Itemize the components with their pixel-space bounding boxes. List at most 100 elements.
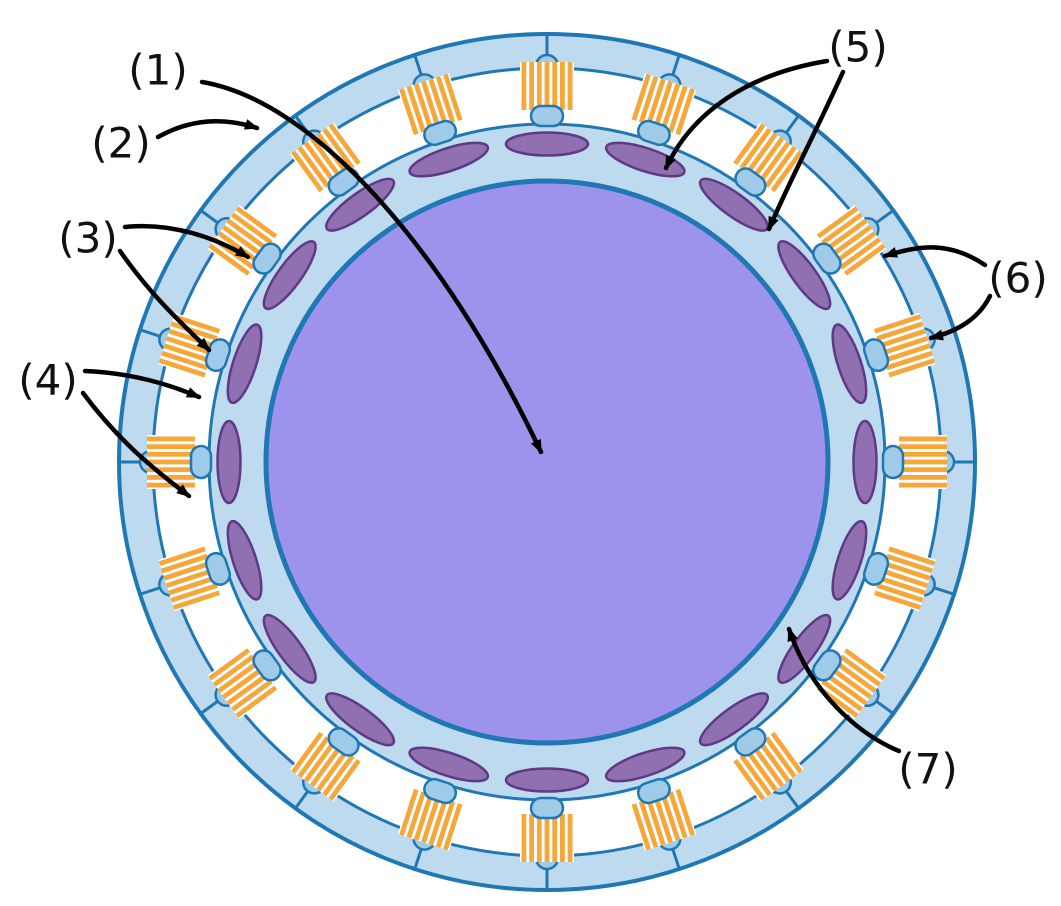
coil-winding	[421, 80, 441, 128]
coil-winding	[631, 73, 651, 121]
coil-winding	[675, 87, 695, 136]
coil-winding	[529, 814, 534, 862]
coil-assembly	[732, 113, 804, 197]
coil-winding	[668, 85, 688, 133]
coil-assembly	[290, 113, 362, 197]
label-6: (6)	[988, 254, 1048, 303]
stator-coils	[117, 32, 977, 892]
coil-assembly	[290, 727, 362, 811]
coil-winding	[888, 358, 936, 378]
coil-winding	[899, 451, 947, 457]
machine-section	[117, 32, 977, 892]
coil-winding	[147, 436, 195, 442]
magnet	[604, 746, 686, 783]
coil-winding	[226, 218, 269, 251]
coil-winding	[399, 788, 419, 837]
tooth-tip	[862, 551, 890, 586]
coil-winding	[303, 141, 336, 184]
coil-assembly	[137, 545, 232, 612]
coil-winding	[638, 800, 659, 848]
coil-assembly	[881, 435, 977, 489]
coil-winding	[816, 206, 859, 239]
coil-winding	[881, 336, 929, 356]
coil-winding	[172, 590, 221, 610]
label-3-arrow-1	[122, 223, 251, 260]
coil-winding	[675, 788, 695, 837]
magnet	[504, 767, 590, 793]
magnet	[324, 692, 396, 747]
coil-winding	[638, 76, 659, 124]
annotations: (1)(2)(3)(4)(5)(6)(7)	[18, 23, 1048, 794]
coil-winding	[899, 467, 947, 473]
coil-winding	[170, 583, 218, 603]
coil-assembly	[397, 777, 464, 872]
coil-winding	[839, 237, 882, 270]
coil-winding	[830, 666, 873, 700]
coil-winding	[631, 803, 651, 851]
magnet	[226, 519, 263, 601]
tooth-tip	[327, 727, 360, 757]
magnet	[226, 323, 263, 405]
coil-winding	[303, 740, 336, 783]
magnet	[262, 613, 317, 685]
coil-winding	[291, 150, 324, 193]
coil-winding	[208, 648, 251, 681]
coil-winding	[226, 673, 269, 706]
tooth-tip	[636, 777, 671, 805]
tooth-tip	[881, 444, 905, 480]
coil-winding	[316, 749, 349, 792]
coil-winding	[435, 76, 456, 124]
coil-winding	[421, 796, 441, 844]
coil-winding	[322, 127, 355, 170]
coil-winding	[147, 459, 195, 465]
label-3: (3)	[58, 214, 118, 263]
magnet	[262, 239, 317, 311]
coil-winding	[221, 224, 264, 258]
coil-winding	[839, 654, 882, 687]
coil-winding	[163, 343, 211, 363]
label-7: (7)	[898, 745, 958, 794]
coil-winding	[758, 141, 791, 184]
coil-assembly	[812, 205, 896, 277]
coil-winding	[751, 745, 785, 788]
coil-winding	[821, 212, 863, 245]
coil-assembly	[198, 647, 282, 719]
label-4-arrow-1	[82, 368, 202, 400]
coil-winding	[231, 679, 273, 712]
tooth-tip	[204, 551, 232, 586]
label-6-group: (6)	[882, 245, 1048, 341]
coil-assembly	[630, 52, 697, 147]
label-7-arrow-1	[786, 626, 902, 754]
magnet	[324, 177, 396, 232]
coil-winding	[739, 754, 772, 797]
coil-assembly	[862, 312, 957, 379]
coil-winding	[653, 796, 673, 844]
coil-assembly	[862, 545, 957, 612]
coil-winding	[406, 791, 426, 839]
coil-winding	[878, 575, 926, 596]
coil-assembly	[732, 727, 804, 811]
magnet	[408, 141, 490, 178]
coil-winding	[413, 83, 434, 131]
coil-assembly	[520, 796, 574, 892]
coil-winding	[653, 80, 673, 128]
coil-winding	[885, 350, 933, 371]
coil-winding	[821, 679, 863, 712]
coil-winding	[443, 803, 463, 851]
coil-winding	[668, 791, 688, 839]
magnet	[777, 239, 832, 311]
label-5-arrow-2	[766, 69, 846, 232]
magnet	[504, 131, 590, 157]
coil-winding	[567, 814, 573, 862]
coil-winding	[443, 73, 463, 121]
magnet	[831, 323, 868, 405]
coil-winding	[825, 673, 868, 706]
coil-winding	[751, 136, 785, 179]
coil-winding	[883, 343, 931, 363]
coil-winding	[899, 482, 947, 488]
coil-winding	[745, 132, 778, 175]
label-5-arrow-1	[663, 58, 830, 171]
coil-winding	[147, 444, 195, 449]
coil-winding	[878, 328, 926, 349]
